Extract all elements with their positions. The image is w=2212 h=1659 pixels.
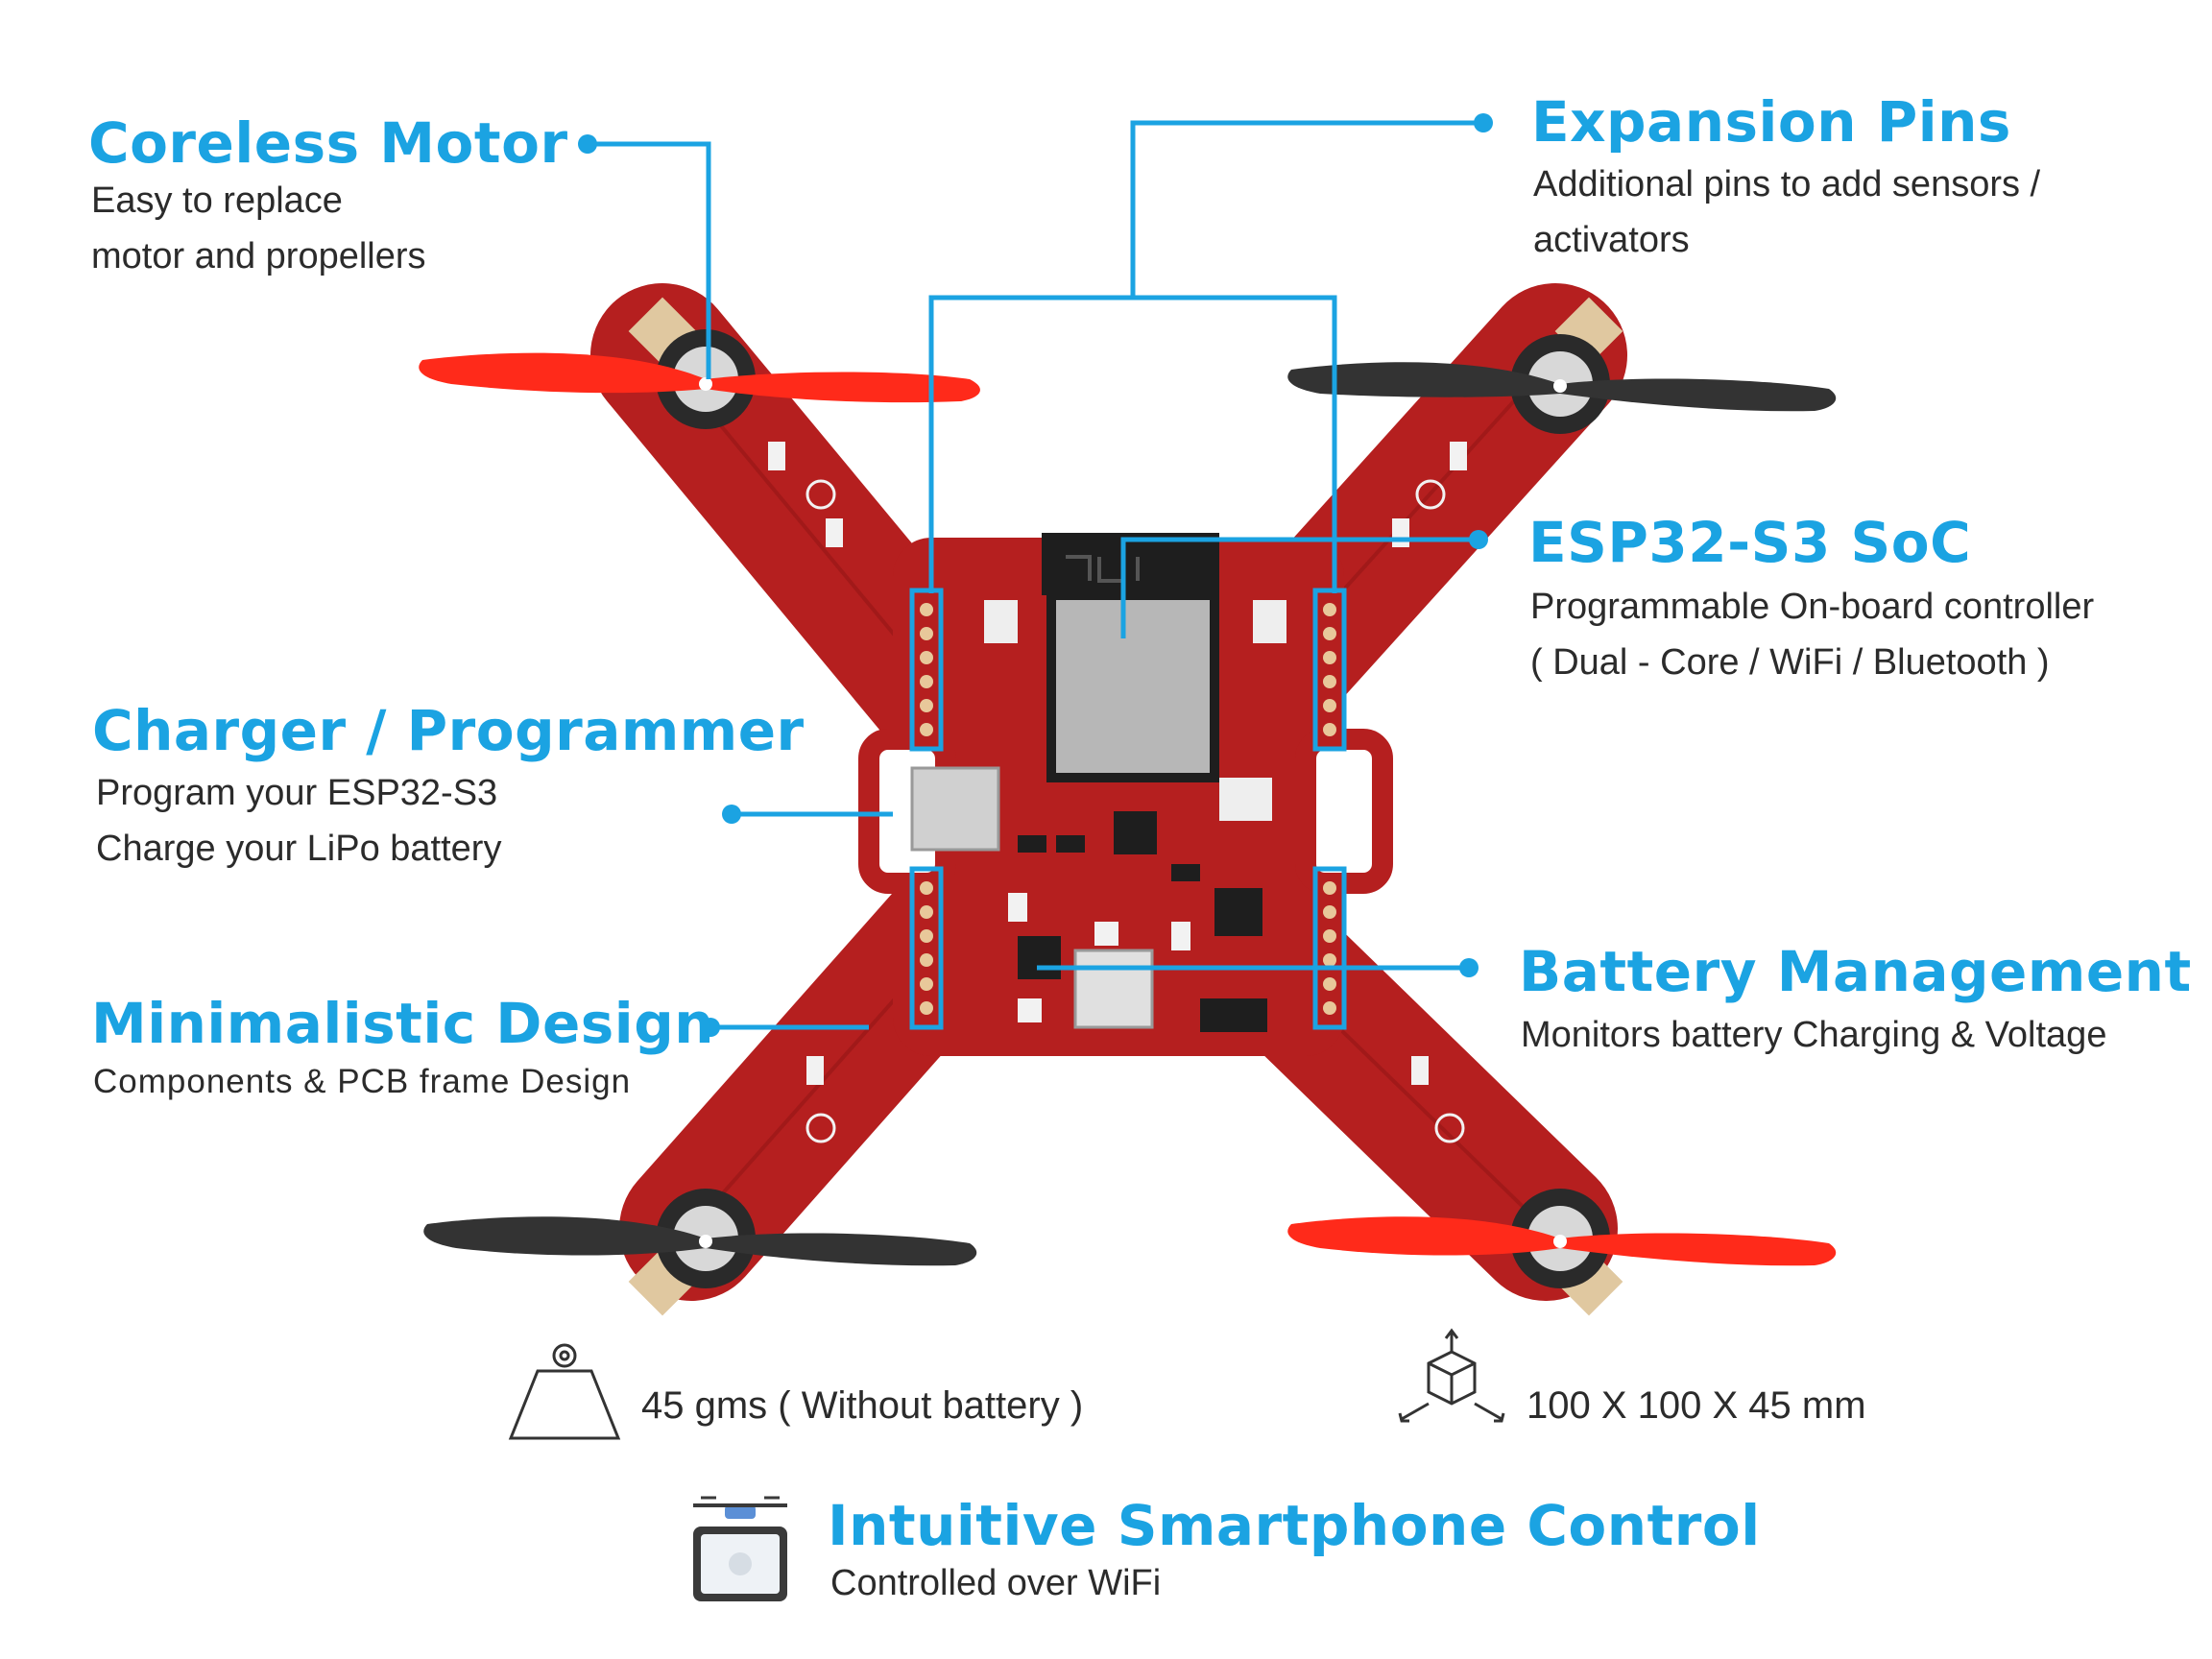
esp32-module xyxy=(1042,533,1219,782)
esp32-title: ESP32-S3 SoC xyxy=(1528,510,1972,575)
callout-line-esp32 xyxy=(1120,537,1479,638)
motor-top-left xyxy=(419,329,980,429)
motor-top-right xyxy=(1287,334,1837,434)
battery-management-title: Battery Management xyxy=(1519,939,2192,1004)
pin-highlight-boxes xyxy=(909,588,1347,1030)
header-pins xyxy=(920,603,1336,1015)
dimensions-spec: 100 X 100 X 45 mm xyxy=(1527,1384,1866,1427)
description-line: Additional pins to add sensors / xyxy=(1533,164,2041,204)
charger-description: Program your ESP32-S3 Charge your LiPo b… xyxy=(96,765,501,877)
description-line: Monitors battery Charging & Voltage xyxy=(1521,1015,2107,1055)
description-line: activators xyxy=(1533,220,1690,260)
callout-lines xyxy=(588,120,1483,1030)
expansion-pins-description: Additional pins to add sensors / activat… xyxy=(1533,156,2040,268)
callout-dots xyxy=(578,113,1493,1037)
expansion-pins-title: Expansion Pins xyxy=(1531,89,2011,155)
board-components xyxy=(910,600,1286,1032)
weight-spec: 45 gms ( Without battery ) xyxy=(641,1384,1084,1427)
coreless-motor-description: Easy to replace motor and propellers xyxy=(91,173,426,284)
weight-icon xyxy=(508,1343,621,1440)
drone-illustration xyxy=(419,283,1837,1316)
coreless-motor-title: Coreless Motor xyxy=(88,110,568,176)
motor-bottom-right xyxy=(1287,1189,1837,1288)
minimalistic-design-description: Components & PCB frame Design xyxy=(93,1054,631,1110)
description-line: Easy to replace xyxy=(91,180,343,221)
callout-line-coreless-motor xyxy=(588,141,711,379)
smartphone-control-subtitle: Controlled over WiFi xyxy=(830,1563,1162,1603)
description-line: ( Dual - Core / WiFi / Bluetooth ) xyxy=(1530,642,2050,683)
smartphone-control-title: Intuitive Smartphone Control xyxy=(828,1493,1761,1558)
description-line: Programmable On-board controller xyxy=(1530,587,2095,627)
description-line: motor and propellers xyxy=(91,236,426,276)
dimensions-cube-icon xyxy=(1398,1328,1505,1423)
smartphone-drone-icon xyxy=(693,1496,787,1601)
esp32-description: Programmable On-board controller ( Dual … xyxy=(1530,579,2094,690)
description-line: Components & PCB frame Design xyxy=(93,1063,632,1100)
description-line: Charge your LiPo battery xyxy=(96,829,502,869)
minimalistic-design-title: Minimalistic Design xyxy=(91,991,715,1056)
motor-bottom-left xyxy=(423,1189,977,1288)
description-line: Program your ESP32-S3 xyxy=(96,773,498,813)
callout-line-expansion-pins xyxy=(1130,120,1483,298)
pcb-frame xyxy=(590,283,1627,1316)
charger-title: Charger / Programmer xyxy=(92,698,805,763)
battery-management-description: Monitors battery Charging & Voltage xyxy=(1521,1007,2106,1063)
